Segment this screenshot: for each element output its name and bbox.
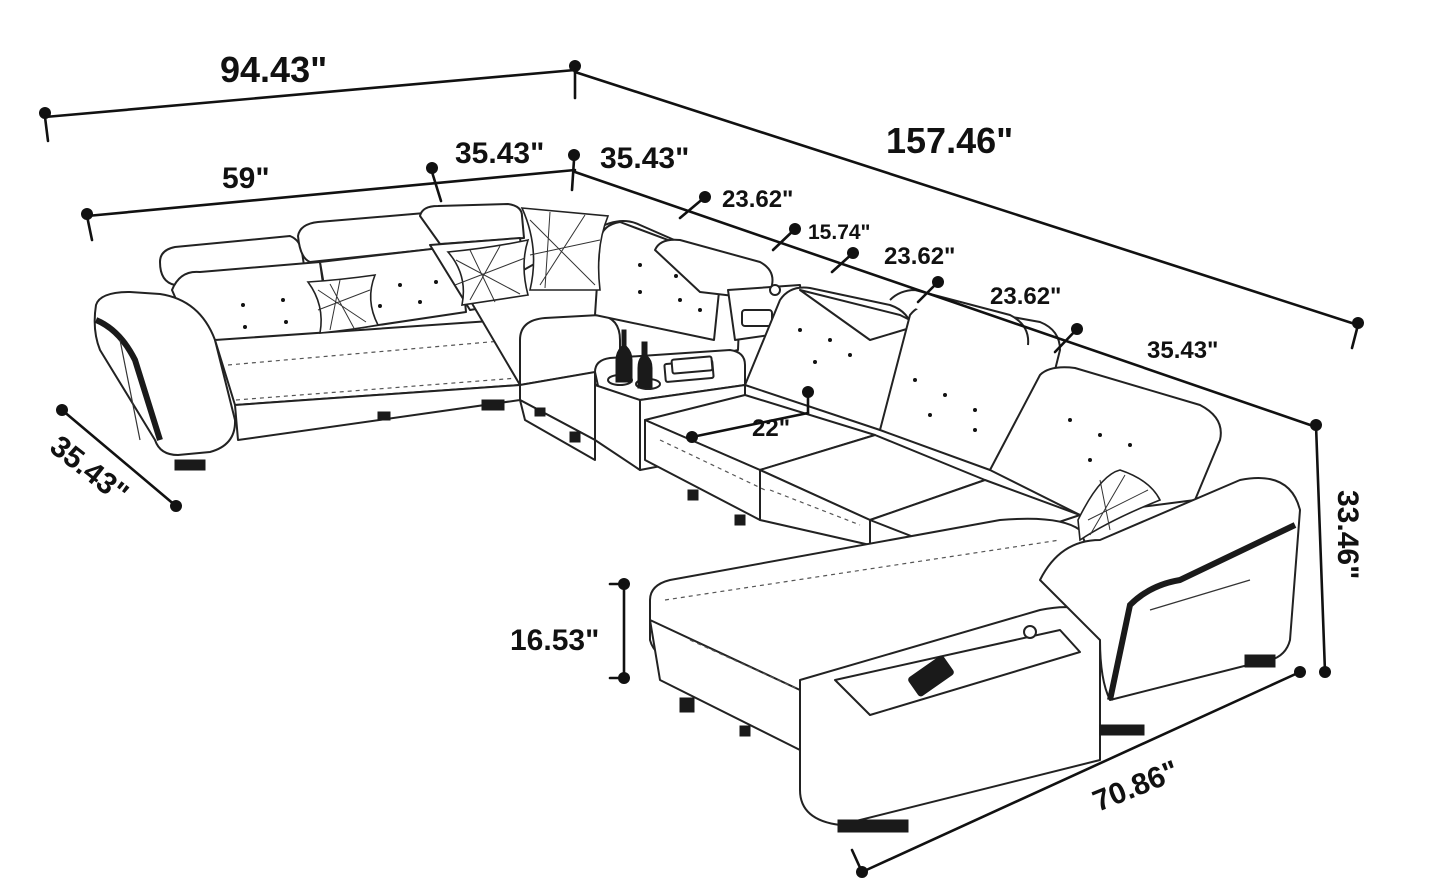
label-seat-height: 16.53" <box>510 624 599 657</box>
label-console: 15.74" <box>808 221 871 244</box>
label-top-left-width: 94.43" <box>220 49 327 90</box>
label-chaise-back: 35.43" <box>1147 337 1218 364</box>
label-left-depth: 35.43" <box>44 430 135 511</box>
label-chaise-length: 70.86" <box>1088 754 1183 818</box>
label-seat-one: 23.62" <box>884 243 955 270</box>
label-console-seat: 23.62" <box>722 186 793 213</box>
label-left-back-section: 59" <box>222 162 270 195</box>
label-height: 33.46" <box>1331 490 1364 579</box>
label-top-right-width: 157.46" <box>886 120 1013 161</box>
label-seat-two: 23.62" <box>990 283 1061 310</box>
label-corner-left: 35.43" <box>455 137 544 170</box>
sofa-illustration <box>93 203 1301 833</box>
label-corner-right: 35.43" <box>600 142 689 175</box>
label-seat-depth: 22" <box>752 415 790 442</box>
dimension-lines <box>39 60 1364 878</box>
